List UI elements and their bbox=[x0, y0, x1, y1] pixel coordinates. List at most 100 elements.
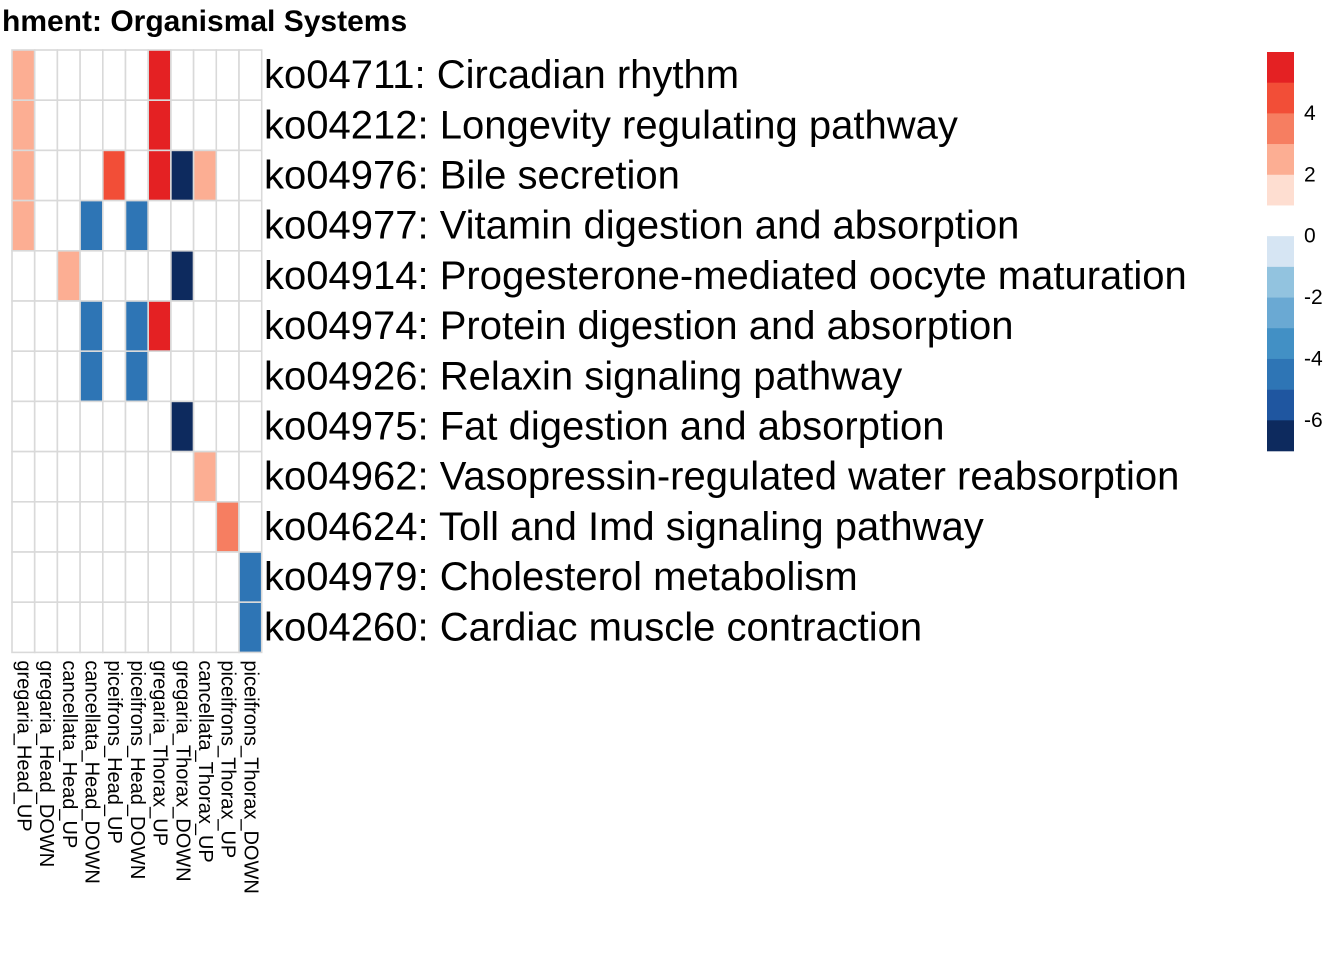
heatmap-cell bbox=[147, 400, 172, 453]
heatmap-cell bbox=[56, 99, 81, 152]
heatmap-cell bbox=[102, 551, 127, 604]
row-label: ko04260: Cardiac muscle contraction bbox=[264, 605, 922, 649]
heatmap-cell bbox=[102, 300, 127, 353]
heatmap-cell bbox=[56, 49, 81, 102]
heatmap-cell bbox=[79, 601, 104, 654]
heatmap-cell bbox=[192, 99, 218, 152]
heatmap-cell bbox=[215, 149, 240, 202]
heatmap-cell bbox=[147, 450, 172, 503]
heatmap-cell bbox=[102, 500, 127, 553]
heatmap-cell bbox=[170, 199, 195, 252]
heatmap-cell bbox=[79, 400, 104, 453]
column-label: piceifrons_Thorax_DOWN bbox=[239, 660, 261, 893]
heatmap-cell bbox=[192, 149, 218, 202]
heatmap-cell bbox=[192, 199, 218, 252]
heatmap-cell bbox=[11, 199, 36, 252]
heatmap-cell bbox=[11, 300, 36, 353]
heatmap-cell bbox=[79, 250, 104, 302]
heatmap-cell bbox=[79, 450, 104, 503]
heatmap-cell bbox=[147, 350, 172, 403]
heatmap-cell bbox=[33, 450, 59, 503]
column-label: gregaria_Head_DOWN bbox=[35, 660, 57, 867]
heatmap-cell bbox=[11, 450, 36, 503]
heatmap-cell bbox=[238, 450, 263, 503]
heatmap-cell bbox=[170, 551, 195, 604]
heatmap-cell bbox=[238, 551, 263, 604]
heatmap-cell bbox=[192, 300, 218, 353]
heatmap-cell bbox=[238, 601, 263, 654]
heatmap-cell bbox=[170, 350, 195, 403]
heatmap-cell bbox=[79, 49, 104, 102]
heatmap-cell bbox=[215, 300, 240, 353]
heatmap-cell bbox=[56, 300, 81, 353]
heatmap-cell bbox=[170, 250, 195, 302]
heatmap-cell bbox=[215, 199, 240, 252]
heatmap-cell bbox=[147, 99, 172, 152]
heatmap-cell bbox=[192, 49, 218, 102]
heatmap-cell bbox=[56, 350, 81, 403]
legend-swatch bbox=[1267, 297, 1294, 329]
legend-swatch bbox=[1267, 420, 1294, 452]
heatmap-cell bbox=[33, 300, 59, 353]
heatmap-cell bbox=[147, 300, 172, 353]
heatmap-cell bbox=[79, 149, 104, 202]
row-label: ko04914: Progesterone-mediated oocyte ma… bbox=[264, 254, 1187, 298]
heatmap-cell bbox=[215, 601, 240, 654]
heatmap-cell bbox=[102, 450, 127, 503]
heatmap-cell bbox=[170, 400, 195, 453]
heatmap-cell bbox=[11, 500, 36, 553]
legend-swatch bbox=[1267, 205, 1294, 237]
heatmap-cell bbox=[33, 500, 59, 553]
heatmap-cell bbox=[238, 250, 263, 302]
heatmap-cell bbox=[124, 400, 150, 453]
legend-tick-label: 4 bbox=[1304, 102, 1316, 125]
row-label: ko04962: Vasopressin-regulated water rea… bbox=[264, 455, 1179, 499]
heatmap-cell bbox=[11, 350, 36, 403]
legend-tick-label: 0 bbox=[1304, 225, 1316, 248]
heatmap-cell bbox=[56, 250, 81, 302]
heatmap-cell bbox=[102, 601, 127, 654]
heatmap-cell bbox=[33, 350, 59, 403]
heatmap-cell bbox=[79, 500, 104, 553]
heatmap-cell bbox=[33, 551, 59, 604]
row-label: ko04212: Longevity regulating pathway bbox=[264, 103, 958, 147]
heatmap-cell bbox=[170, 300, 195, 353]
heatmap-cell bbox=[11, 601, 36, 654]
heatmap-cell bbox=[170, 450, 195, 503]
legend-swatch bbox=[1267, 389, 1294, 421]
row-label: ko04979: Cholesterol metabolism bbox=[264, 555, 858, 599]
heatmap-cell bbox=[215, 551, 240, 604]
heatmap-cell bbox=[79, 551, 104, 604]
heatmap-cell bbox=[238, 199, 263, 252]
heatmap-cell bbox=[192, 250, 218, 302]
legend-tick-label: -6 bbox=[1304, 409, 1323, 432]
column-label: piceifrons_Head_UP bbox=[103, 660, 125, 843]
row-label: ko04711: Circadian rhythm bbox=[264, 53, 739, 97]
legend-tick-label: -4 bbox=[1304, 347, 1323, 370]
heatmap-cell bbox=[147, 49, 172, 102]
color-legend: 420-2-4-6 bbox=[1267, 52, 1323, 452]
heatmap-cell bbox=[102, 400, 127, 453]
heatmap-cell bbox=[11, 551, 36, 604]
legend-swatch bbox=[1267, 113, 1294, 145]
heatmap-cell bbox=[124, 250, 150, 302]
heatmap-cell bbox=[79, 300, 104, 353]
column-label: cancellata_Thorax_UP bbox=[194, 660, 216, 862]
heatmap-cell bbox=[238, 99, 263, 152]
heatmap-cell bbox=[124, 350, 150, 403]
heatmap-cell bbox=[11, 149, 36, 202]
heatmap-cell bbox=[56, 149, 81, 202]
heatmap-cell bbox=[192, 450, 218, 503]
heatmap-cell bbox=[215, 500, 240, 553]
column-label: gregaria_Head_UP bbox=[12, 660, 34, 831]
column-label: piceifrons_Thorax_UP bbox=[217, 660, 239, 858]
heatmap-cells bbox=[11, 49, 263, 654]
column-label: piceifrons_Head_DOWN bbox=[126, 660, 148, 879]
legend-swatch bbox=[1267, 328, 1294, 360]
heatmap-cell bbox=[215, 350, 240, 403]
heatmap-cell bbox=[33, 99, 59, 152]
heatmap-cell bbox=[147, 250, 172, 302]
heatmap-cell bbox=[147, 500, 172, 553]
column-label: gregaria_Thorax_UP bbox=[149, 660, 171, 846]
